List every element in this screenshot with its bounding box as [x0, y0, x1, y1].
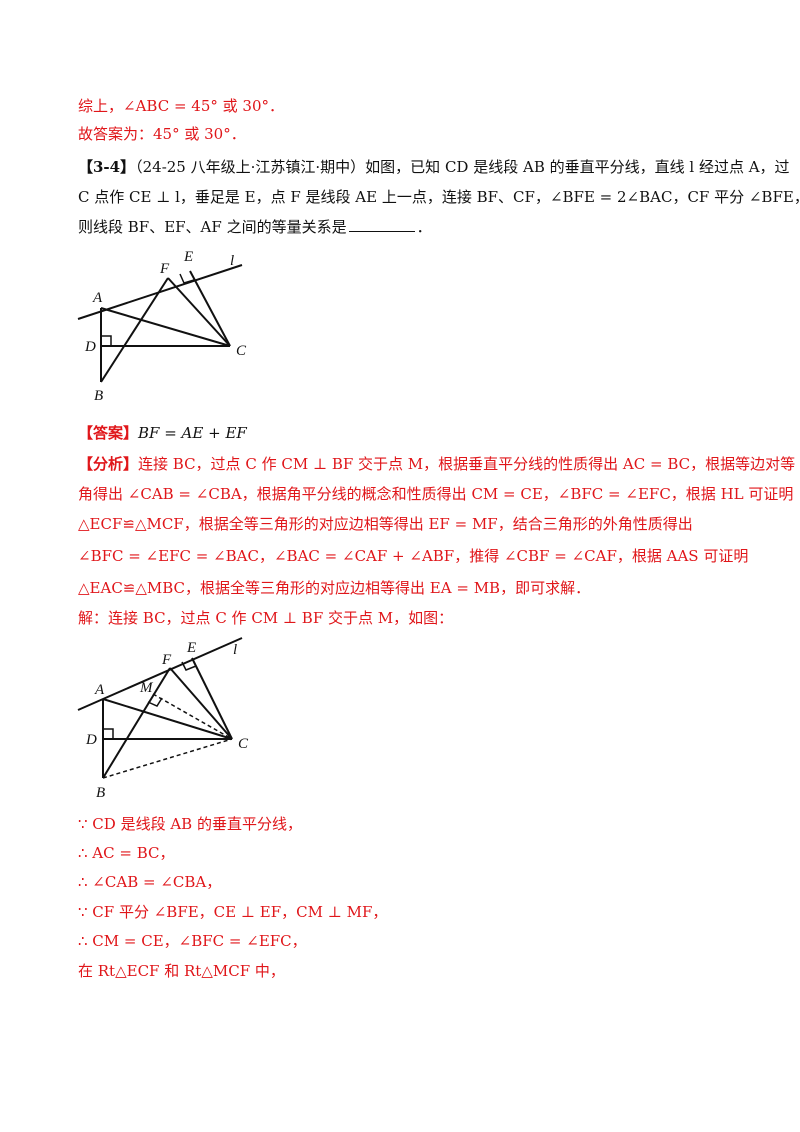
label-l: l: [230, 253, 234, 269]
label-B: B: [96, 785, 105, 801]
solution-step-1: ∵ CD 是线段 AB 的垂直平分线，: [78, 815, 302, 833]
right-angle-E: [179, 273, 195, 284]
figure-2: A B C D E F M l: [77, 637, 249, 801]
segment-BF: [100, 277, 169, 383]
label-l: l: [233, 642, 237, 658]
right-angle-D: [101, 335, 112, 346]
label-A: A: [92, 290, 103, 306]
solution-intro: 解：连接 BC，过点 C 作 CM ⊥ BF 交于点 M，如图：: [78, 609, 454, 627]
analysis-line-1: 【分析】连接 BC，过点 C 作 CM ⊥ BF 交于点 M，根据垂直平分线的性…: [78, 453, 795, 475]
label-D: D: [84, 339, 96, 355]
label-F: F: [161, 652, 172, 668]
problem-line-2: C 点作 CE ⊥ l，垂足是 E，点 F 是线段 AE 上一点，连接 BF、C…: [78, 188, 800, 206]
answer-text: BF = AE + EF: [138, 424, 247, 442]
figure-1: A B C D E F l: [77, 249, 247, 404]
label-E: E: [183, 249, 193, 265]
answer-line: 故答案为：45° 或 30°．: [78, 125, 246, 143]
answer-blank: [348, 217, 415, 232]
solution-step-6: 在 Rt△ECF 和 Rt△MCF 中，: [78, 962, 285, 980]
label-F: F: [159, 261, 170, 277]
problem-source: （24-25 八年级上·江苏镇江·期中）: [135, 158, 366, 176]
problem-tag: 【3-4】: [78, 158, 136, 176]
segment-AC: [102, 698, 233, 740]
label-D: D: [85, 732, 97, 748]
solution-step-5: ∴ CM = CE，∠BFC = ∠EFC，: [78, 932, 307, 950]
problem-text-1: 如图，已知 CD 是线段 AB 的垂直平分线，直线 l 经过点 A，过: [365, 158, 790, 176]
right-angle-D: [103, 728, 114, 739]
solution-step-2: ∴ AC = BC，: [78, 844, 175, 862]
label-C: C: [238, 736, 249, 752]
label-C: C: [236, 343, 247, 359]
problem-line-1: 【3-4】（24-25 八年级上·江苏镇江·期中）如图，已知 CD 是线段 AB…: [78, 156, 790, 178]
problem-text-3: 则线段 BF、EF、AF 之间的等量关系是: [78, 218, 347, 236]
label-B: B: [94, 388, 103, 404]
solution-step-3: ∴ ∠CAB = ∠CBA，: [78, 873, 222, 891]
analysis-text-1: 连接 BC，过点 C 作 CM ⊥ BF 交于点 M，根据垂直平分线的性质得出 …: [138, 455, 796, 473]
label-E: E: [186, 640, 196, 656]
analysis-line-4: ∠BFC = ∠EFC = ∠BAC，∠BAC = ∠CAF + ∠ABF，推得…: [78, 547, 749, 565]
right-angle-E: [181, 661, 197, 671]
right-angle-M: [147, 697, 163, 707]
conclusion-line: 综上，∠ABC = 45° 或 30°．: [78, 97, 284, 115]
segment-EC: [191, 657, 233, 740]
segment-EC: [189, 270, 231, 347]
solution-step-4: ∵ CF 平分 ∠BFE，CE ⊥ EF，CM ⊥ MF，: [78, 903, 388, 921]
analysis-line-5: △EAC≌△MBC，根据全等三角形的对应边相等得出 EA = MB，即可求解．: [78, 579, 591, 597]
segment-AC: [100, 307, 231, 347]
segment-FC: [169, 667, 233, 740]
answer-row: 【答案】BF = AE + EF: [78, 422, 740, 444]
segment-FC: [167, 277, 231, 347]
label-M: M: [139, 680, 154, 696]
analysis-line-2: 角得出 ∠CAB = ∠CBA，根据角平分线的概念和性质得出 CM = CE，∠…: [78, 485, 794, 503]
analysis-tag: 【分析】: [78, 455, 139, 473]
label-A: A: [94, 682, 105, 698]
problem-line-3: 则线段 BF、EF、AF 之间的等量关系是 ．: [78, 216, 740, 238]
problem-text-3-end: ．: [416, 218, 432, 236]
analysis-line-3: △ECF≌△MCF，根据全等三角形的对应边相等得出 EF = MF，结合三角形的…: [78, 515, 693, 533]
line-l: [77, 637, 243, 711]
answer-tag: 【答案】: [78, 424, 139, 442]
segment-MC-dashed: [152, 693, 233, 740]
segment-BF: [102, 667, 171, 779]
segment-BC-dashed: [102, 738, 233, 779]
